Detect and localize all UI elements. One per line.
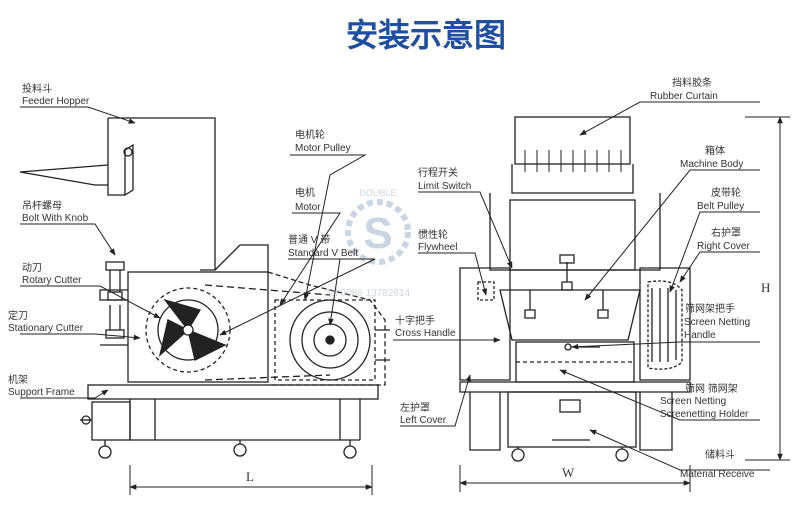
label-screen-handle-zh: 筛网架把手 <box>685 302 735 315</box>
cross-handles <box>524 254 609 319</box>
label-feeder-hopper-zh: 投料斗 <box>22 82 52 95</box>
belt-pulley <box>647 280 683 370</box>
label-stationary-cutter-zh: 定刀 <box>8 309 28 322</box>
label-belt-pulley-zh: 皮带轮 <box>711 186 741 199</box>
label-screen-holder-en2: Screenetting Holder <box>660 409 749 420</box>
right-cover <box>639 267 691 381</box>
crusher-body <box>127 271 269 383</box>
label-support-frame-en: Support Frame <box>8 387 75 398</box>
label-rotary-cutter-zh: 动刀 <box>22 262 42 274</box>
label-bolt-knob-zh: 吊杆螺母 <box>22 200 62 212</box>
label-rotary-cutter-en: Rotary Cutter <box>22 275 82 286</box>
feeder-hopper <box>108 117 216 271</box>
label-machine-body-zh: 箱体 <box>705 144 725 157</box>
label-screen-holder-en: Screen Netting <box>660 396 726 407</box>
label-material-receive-zh: 储料斗 <box>705 448 735 461</box>
label-left-cover-en: Left Cover <box>400 415 447 426</box>
label-v-belt-zh: 普通 V 带 <box>288 233 330 246</box>
label-rubber-curtain-zh: 挡料胶条 <box>672 76 712 89</box>
wheels <box>98 440 357 459</box>
label-cross-handle-en: Cross Handle <box>395 328 456 339</box>
label-right-cover-zh: 右护罩 <box>711 226 741 239</box>
label-v-belt-en: Standard V Belt <box>288 248 358 259</box>
watermark-letters: S <box>363 209 392 258</box>
dimension-h: H <box>761 280 770 295</box>
left-labels: 投料斗 Feeder Hopper 吊杆螺母 Bolt With Knob 动刀… <box>8 82 90 398</box>
rotary-cutter <box>145 287 231 373</box>
motor <box>274 299 376 381</box>
base-frame <box>459 381 691 393</box>
length-dimension: L <box>129 465 373 495</box>
label-screen-handle-en2: Handle <box>684 330 716 341</box>
label-machine-body-en: Machine Body <box>680 159 743 170</box>
watermark-phone: Tel 0086 13782614 <box>325 288 411 299</box>
right-labels: 挡料胶条 Rubber Curtain 箱体 Machine Body 皮带轮 … <box>650 76 755 480</box>
material-receive <box>507 391 637 448</box>
dimension-w: W <box>562 465 575 480</box>
label-belt-pulley-en: Belt Pulley <box>697 201 744 212</box>
side-view <box>19 117 390 459</box>
label-screen-holder-zh: 筛网 筛网架 <box>685 382 738 395</box>
label-stationary-cutter-en: Stationary Cutter <box>8 323 84 334</box>
label-support-frame-zh: 机架 <box>8 373 28 386</box>
dimension-l: L <box>246 469 254 484</box>
support-frame <box>80 384 379 441</box>
label-cross-handle-zh: 十字把手 <box>395 314 435 327</box>
label-motor-pulley-zh: 电机轮 <box>295 128 325 141</box>
label-right-cover-en: Right Cover <box>697 241 750 252</box>
left-cover <box>459 267 511 381</box>
label-flywheel-zh: 惯性轮 <box>418 228 448 241</box>
label-limit-switch-zh: 行程开关 <box>418 166 458 179</box>
label-feeder-hopper-en: Feeder Hopper <box>22 96 90 107</box>
label-screen-handle-en: Screen Netting <box>684 317 750 328</box>
label-left-cover-zh: 左护罩 <box>400 401 430 414</box>
width-dimension: W <box>459 465 691 492</box>
middle-labels: 电机轮 Motor Pulley 电机 Motor 普通 V 带 Standar… <box>288 128 358 259</box>
label-material-receive-en: Material Receive <box>680 469 755 480</box>
label-motor-zh: 电机 <box>295 186 315 199</box>
page-title: 安装示意图 <box>346 16 506 54</box>
label-limit-switch-en: Limit Switch <box>418 181 471 192</box>
motor-pulley <box>289 299 371 381</box>
label-motor-en: Motor <box>295 202 321 213</box>
label-bolt-knob-en: Bolt With Knob <box>22 213 89 224</box>
watermark-ring-text: DOUBLE <box>359 188 396 198</box>
center-labels: 行程开关 Limit Switch 惯性轮 Flywheel 十字把手 Cros… <box>395 166 471 426</box>
label-flywheel-en: Flywheel <box>418 242 457 253</box>
label-rubber-curtain-en: Rubber Curtain <box>650 91 718 102</box>
standard-v-belt <box>204 284 331 296</box>
leader-lines <box>20 101 770 471</box>
height-dimension: H <box>745 116 790 461</box>
label-motor-pulley-en: Motor Pulley <box>295 143 351 154</box>
watermark: S DOUBLE Tel 0086 13782614 <box>325 188 411 299</box>
front-view <box>459 116 691 462</box>
